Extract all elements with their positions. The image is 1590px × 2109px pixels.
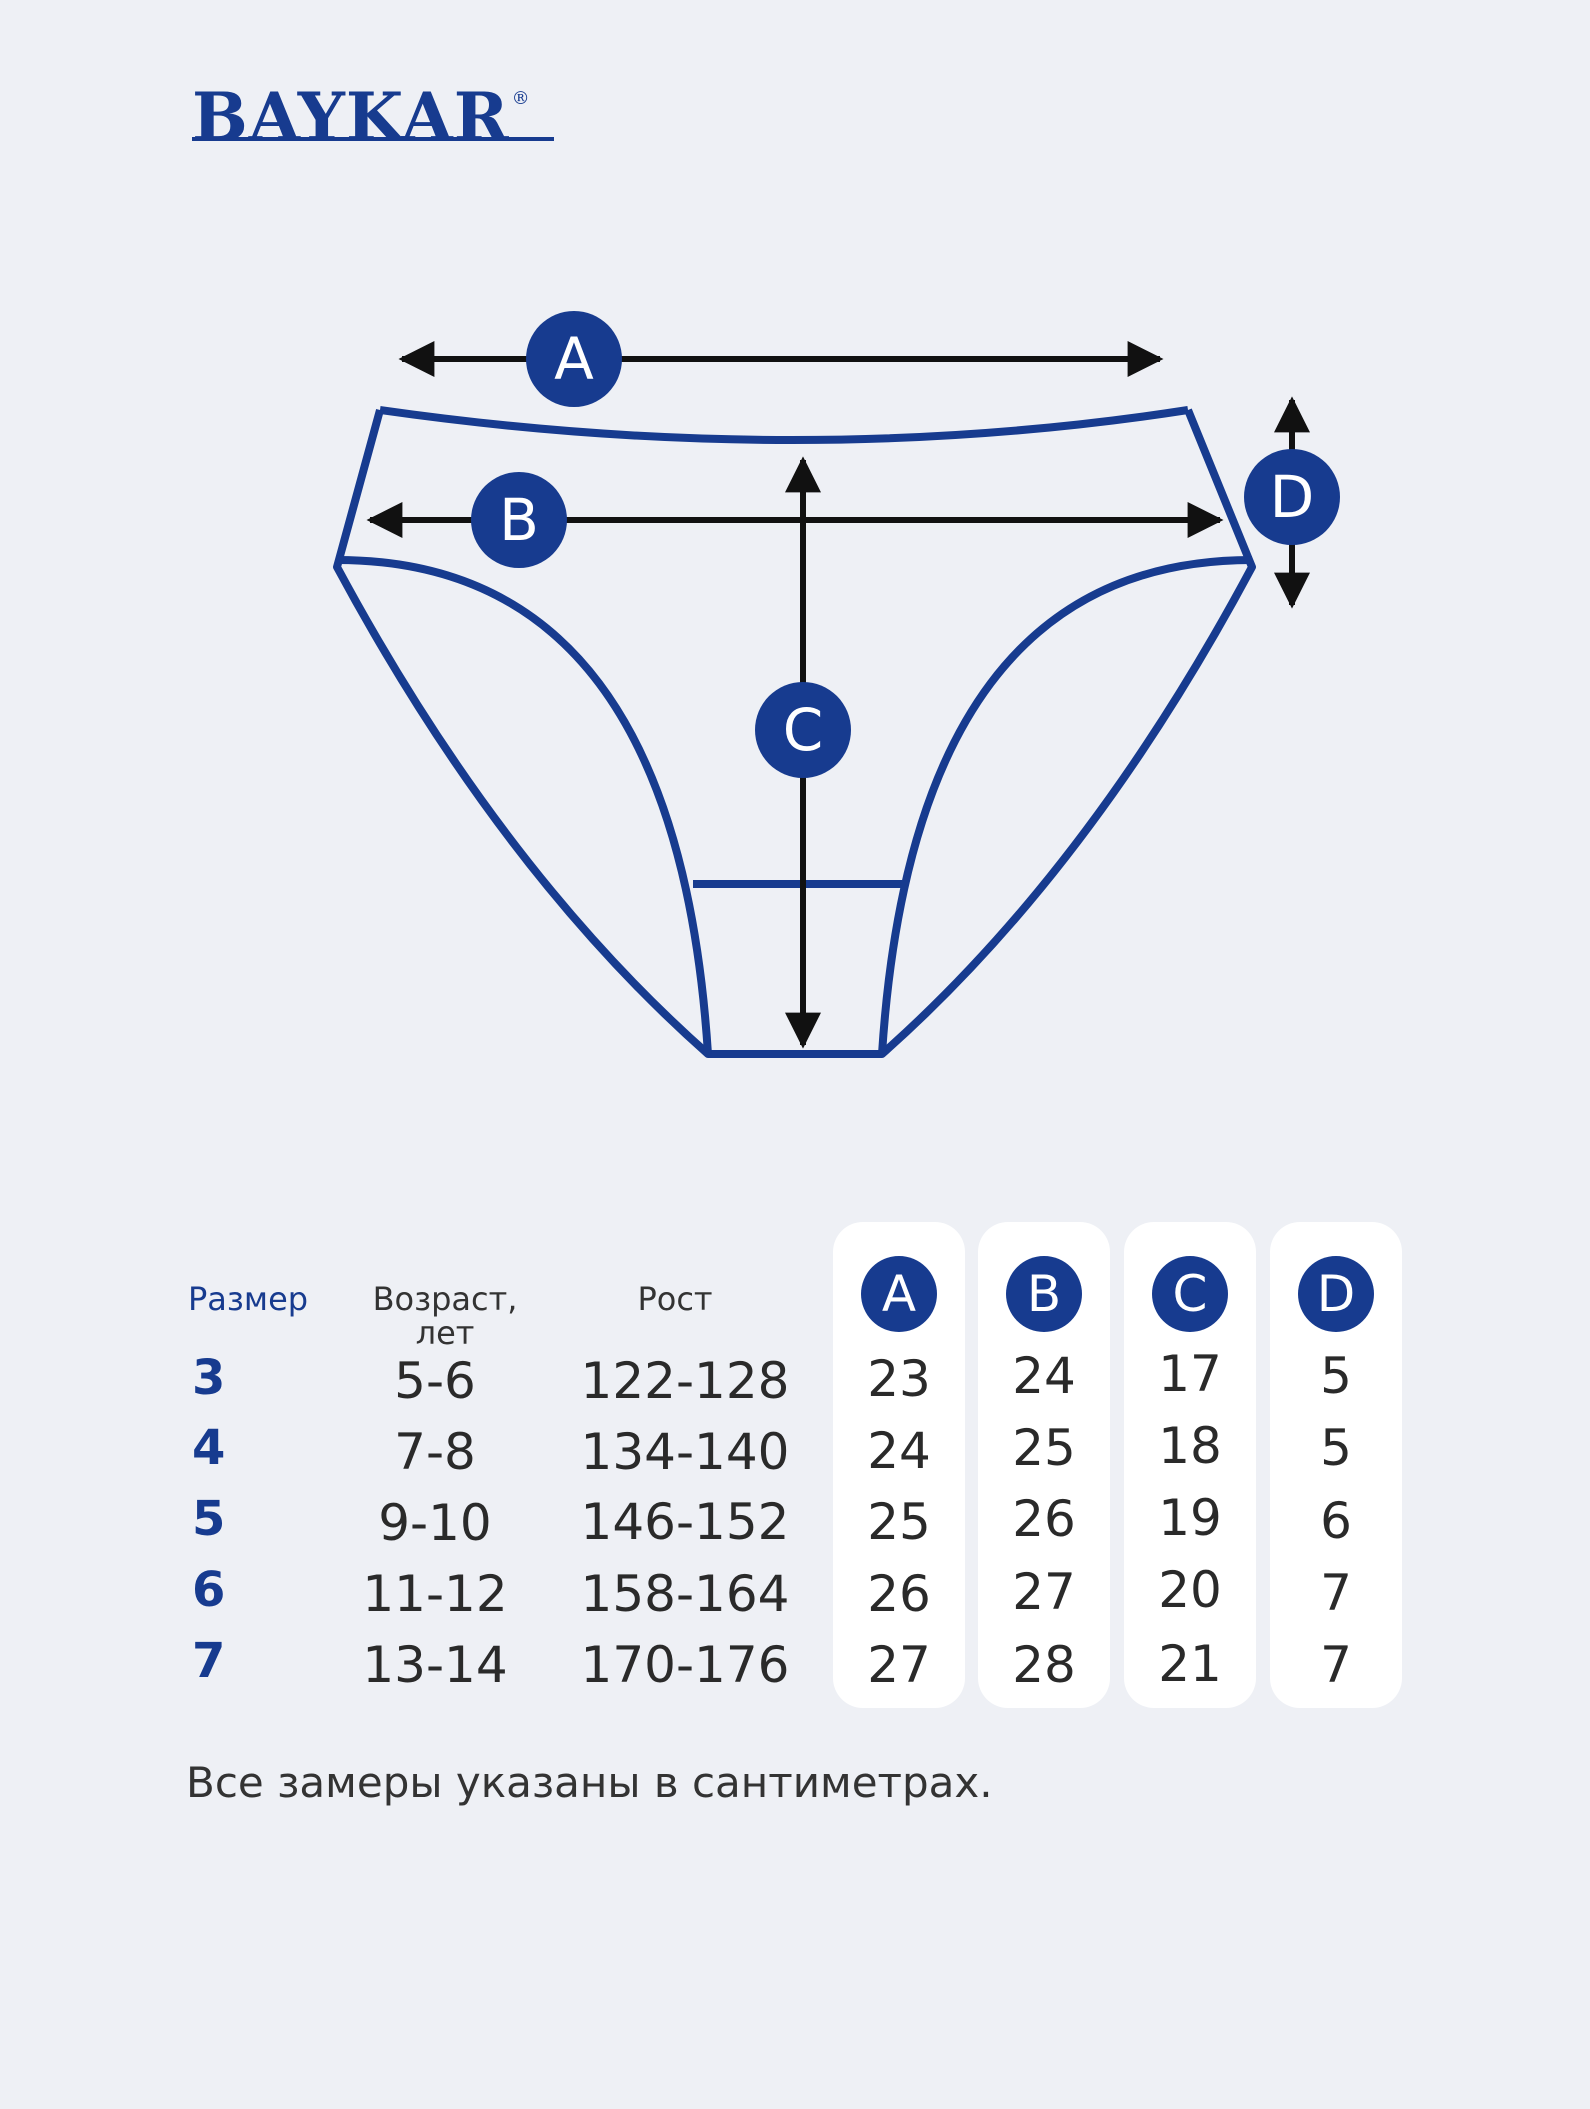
column-badge-a: A <box>861 1256 937 1332</box>
cell-d: 5 <box>1320 1347 1352 1405</box>
measurement-diagram: A B C D <box>333 311 1340 1058</box>
cell-d: 5 <box>1320 1419 1352 1477</box>
cell-d: 7 <box>1320 1636 1352 1694</box>
registered-mark: ® <box>511 88 531 109</box>
cell-a: 26 <box>867 1565 931 1623</box>
column-card-b: B <box>978 1222 1110 1708</box>
left-leg-curve <box>336 556 712 1055</box>
cell-c: 20 <box>1158 1561 1222 1619</box>
cell-size: 5 <box>192 1491 226 1547</box>
cell-a: 25 <box>867 1493 931 1551</box>
brand-name: BAYKAR <box>192 78 510 156</box>
cell-height: 170-176 <box>580 1636 790 1694</box>
cell-d: 7 <box>1320 1564 1352 1622</box>
cell-height: 134-140 <box>580 1423 790 1481</box>
cell-b: 26 <box>1012 1490 1076 1548</box>
cell-age: 5-6 <box>394 1352 476 1410</box>
badge-d: D <box>1244 449 1340 545</box>
badge-b: B <box>471 472 567 568</box>
right-leg-curve <box>878 556 1253 1055</box>
waistband-top <box>379 406 1189 444</box>
cell-height: 158-164 <box>580 1565 790 1623</box>
cell-a: 27 <box>867 1636 931 1694</box>
cell-a: 24 <box>867 1422 931 1480</box>
cell-c: 18 <box>1158 1417 1222 1475</box>
badge-c-label: C <box>783 696 824 764</box>
cell-c: 19 <box>1158 1489 1222 1547</box>
cell-c: 17 <box>1158 1345 1222 1403</box>
cell-age: 11-12 <box>362 1565 508 1623</box>
cell-size: 6 <box>192 1562 226 1618</box>
column-card-d: D <box>1270 1222 1402 1708</box>
cell-size: 7 <box>192 1633 226 1689</box>
cell-a: 23 <box>867 1350 931 1408</box>
cell-size: 4 <box>192 1420 226 1476</box>
garment-outline <box>333 406 1256 1058</box>
outer-shape <box>333 408 1256 1058</box>
cell-age: 9-10 <box>378 1494 492 1552</box>
header-height: Рост <box>637 1280 713 1318</box>
badge-b-label: B <box>499 486 539 554</box>
cell-height: 122-128 <box>580 1352 790 1410</box>
cell-age: 7-8 <box>394 1423 476 1481</box>
cell-b: 24 <box>1012 1347 1076 1405</box>
badge-a-label: A <box>554 325 594 393</box>
cell-b: 27 <box>1012 1563 1076 1621</box>
measurement-note: Все замеры указаны в сантиметрах. <box>186 1758 993 1807</box>
column-badge-d: D <box>1298 1256 1374 1332</box>
column-badge-b: B <box>1006 1256 1082 1332</box>
header-size: Размер <box>188 1280 309 1318</box>
badge-d-label: D <box>1270 463 1315 531</box>
cell-size: 3 <box>192 1350 226 1406</box>
header-age: Возраст,лет <box>372 1280 518 1352</box>
column-card-a: A <box>833 1222 965 1708</box>
cell-height: 146-152 <box>580 1493 790 1551</box>
brand-underline <box>192 137 554 141</box>
cell-c: 21 <box>1158 1635 1222 1693</box>
badge-c: C <box>755 682 851 778</box>
cell-age: 13-14 <box>362 1636 508 1694</box>
cell-d: 6 <box>1320 1492 1352 1550</box>
badge-a: A <box>526 311 622 407</box>
cell-b: 25 <box>1012 1419 1076 1477</box>
brand-logo: BAYKAR® <box>192 78 531 156</box>
column-badge-c: C <box>1152 1256 1228 1332</box>
cell-b: 28 <box>1012 1636 1076 1694</box>
column-card-c: C <box>1124 1222 1256 1708</box>
